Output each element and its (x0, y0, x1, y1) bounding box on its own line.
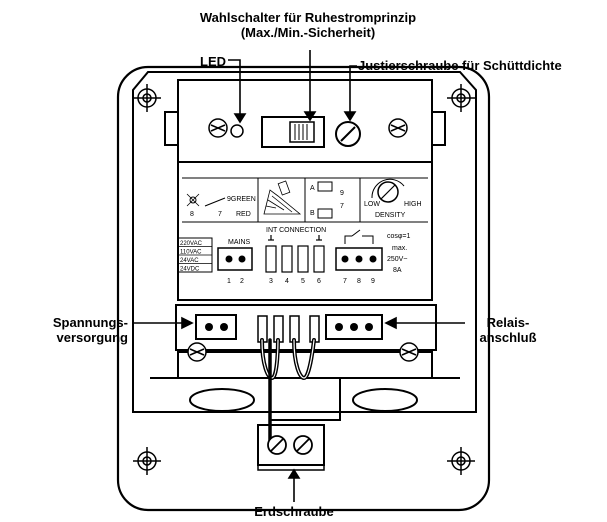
max-label: max. (392, 245, 407, 252)
callout-selector-switch-line2: (Max./Min.-Sicherheit) (240, 25, 376, 40)
callout-power-supply-line2: versorgung (56, 330, 128, 345)
material-illustration (263, 180, 302, 215)
svg-text:6: 6 (317, 278, 321, 285)
int-terminal-slots (257, 315, 320, 343)
svg-text:LOW: LOW (364, 201, 380, 208)
svg-text:4: 4 (285, 278, 289, 285)
svg-text:2: 2 (240, 278, 244, 285)
mains-terminal[interactable] (195, 314, 237, 340)
svg-text:24VDC: 24VDC (180, 267, 200, 273)
screw-lower-right (399, 342, 419, 362)
density-adjust-screw[interactable] (335, 121, 361, 147)
svg-text:8: 8 (190, 211, 194, 218)
housing-outer (116, 65, 491, 512)
screw-lower-left (187, 342, 207, 362)
terminal-strip (175, 304, 437, 351)
svg-text:1: 1 (227, 278, 231, 285)
svg-text:7: 7 (218, 211, 222, 218)
svg-text:HIGH: HIGH (404, 201, 422, 208)
callout-density-screw: Justierschraube für Schüttdichte (358, 58, 562, 73)
callout-relay: Relais- anschluß (468, 315, 548, 345)
callout-power-supply-line1: Spannungs- (52, 315, 128, 330)
cosphi-label: cosφ=1 (387, 233, 411, 240)
int-connection-label: INT CONNECTION (266, 227, 326, 234)
screw-upper-right (388, 118, 408, 138)
mount-hole-bottom-right (447, 447, 475, 475)
svg-text:9: 9 (340, 190, 344, 197)
callout-relay-line2: anschluß (479, 330, 537, 345)
mode-legend: A B 9 7 (310, 181, 344, 219)
svg-text:3: 3 (269, 278, 273, 285)
svg-text:5: 5 (301, 278, 305, 285)
relay-terminal[interactable] (325, 314, 383, 340)
callout-relay-line1: Relais- (486, 315, 530, 330)
svg-text:RED: RED (236, 211, 251, 218)
callout-ground-screw: Erdschraube (254, 504, 334, 519)
svg-text:9: 9 (371, 278, 375, 285)
rating-current-label: 8A (393, 267, 402, 274)
terminal-numbers: 1 2 3 4 5 6 7 8 9 (227, 278, 375, 285)
svg-text:B: B (310, 210, 315, 217)
svg-text:DENSITY: DENSITY (375, 212, 406, 219)
svg-text:A: A (310, 185, 315, 192)
callout-power-supply: Spannungs- versorgung (4, 315, 128, 345)
callout-selector-switch: Wahlschalter für Ruhestromprinzip (Max./… (148, 10, 468, 40)
ground-screw-right[interactable] (293, 435, 313, 455)
mount-hole-top-left (133, 84, 161, 112)
relay-connector-panel (335, 229, 383, 271)
svg-text:9GREEN: 9GREEN (227, 196, 256, 203)
housing-inner (132, 71, 477, 413)
mains-connector-panel (217, 247, 253, 271)
voltage-table: 220VAC 110VAC 24VAC 24VDC (177, 237, 213, 273)
svg-text:7: 7 (343, 278, 347, 285)
led-indicator (230, 124, 244, 138)
mount-hole-top-right (447, 84, 475, 112)
callout-selector-switch-line1: Wahlschalter für Ruhestromprinzip (199, 10, 417, 25)
jumper-wires (260, 338, 316, 442)
mains-label: MAINS (228, 239, 251, 246)
rating-voltage-label: 250V~ (387, 256, 407, 263)
svg-text:110VAC: 110VAC (180, 250, 202, 256)
svg-text:8: 8 (357, 278, 361, 285)
screw-upper-left (208, 118, 228, 138)
density-dial: LOW HIGH DENSITY (364, 178, 422, 219)
svg-text:24VAC: 24VAC (180, 258, 199, 264)
selector-switch[interactable] (261, 116, 325, 148)
mount-hole-bottom-left (133, 447, 161, 475)
int-connection-slots (265, 235, 325, 273)
ground-screw-left[interactable] (267, 435, 287, 455)
led-legend: 9GREEN RED 8 7 (186, 193, 256, 218)
svg-text:220VAC: 220VAC (180, 241, 203, 247)
callout-led: LED (200, 54, 226, 69)
svg-text:7: 7 (340, 203, 344, 210)
